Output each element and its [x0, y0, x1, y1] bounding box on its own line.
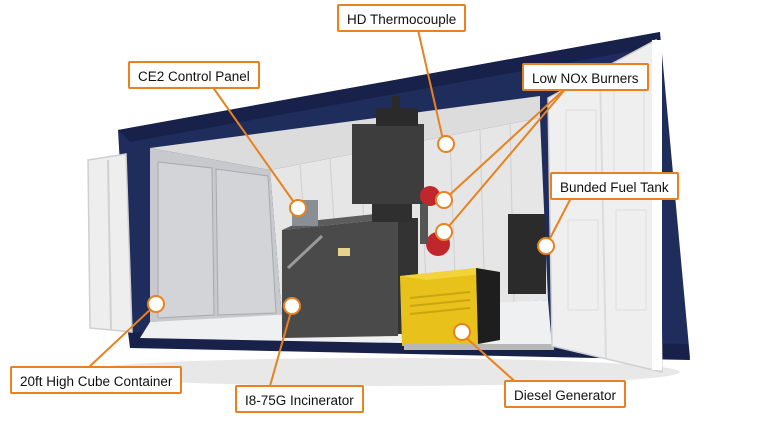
label-hd-thermocouple: HD Thermocouple [337, 4, 467, 32]
left-door-rod [107, 159, 112, 331]
leader-container [87, 307, 153, 369]
left-inner-door-b [215, 168, 277, 316]
leader-incinerator [269, 307, 293, 387]
fuel-tank [508, 214, 546, 294]
stack-collar [376, 108, 418, 126]
stack-lower [372, 204, 412, 222]
hotspot-burner-upper [435, 191, 453, 209]
right-open-door [547, 38, 663, 373]
right-door-panel-d [615, 209, 647, 311]
hotspot-markers [147, 135, 555, 341]
burner-pipe [420, 204, 428, 244]
generator-top [400, 268, 500, 280]
leader-generator [461, 333, 521, 387]
label-i8-75g-incinerator: I8-75G Incinerator [235, 385, 364, 413]
container-top-rail [118, 32, 660, 142]
leader-lines [87, 29, 573, 387]
ground-shadow [80, 358, 680, 386]
left-inner-door-a [157, 161, 215, 319]
leader-control-panel [211, 85, 299, 209]
hotspot-generator [453, 323, 471, 341]
hotspot-control-panel [289, 199, 307, 217]
leader-fuel-tank [545, 195, 573, 247]
incinerator-plate [338, 248, 350, 256]
hotspot-fuel-tank [537, 237, 555, 255]
leader-burners-a [443, 85, 569, 201]
interior-ceiling [150, 96, 540, 170]
generator-skid [404, 344, 554, 350]
label-diesel-generator: Diesel Generator [504, 380, 627, 408]
label-low-nox-burners: Low NOx Burners [522, 63, 649, 91]
label-bunded-fuel-tank: Bunded Fuel Tank [550, 172, 679, 200]
label-20ft-high-cube-container: 20ft High Cube Container [10, 366, 183, 394]
generator-side [476, 268, 500, 344]
burner-upper [420, 186, 440, 206]
right-door-seam [599, 71, 607, 359]
label-ce2-control-panel: CE2 Control Panel [128, 61, 260, 89]
right-door-panel-c [567, 219, 599, 311]
hotspot-incinerator [283, 297, 301, 315]
leader-thermocouple [417, 29, 445, 145]
hotspot-container [147, 295, 165, 313]
stack-upper [352, 124, 424, 204]
hotspot-burner-lower [435, 223, 453, 241]
hotspot-thermocouple [437, 135, 455, 153]
incinerator-body [282, 218, 398, 338]
right-door-hinge-strip [652, 40, 662, 370]
incinerator-lid-handle [286, 234, 324, 270]
generator-vents [409, 291, 471, 315]
leader-burners-b [443, 85, 569, 233]
